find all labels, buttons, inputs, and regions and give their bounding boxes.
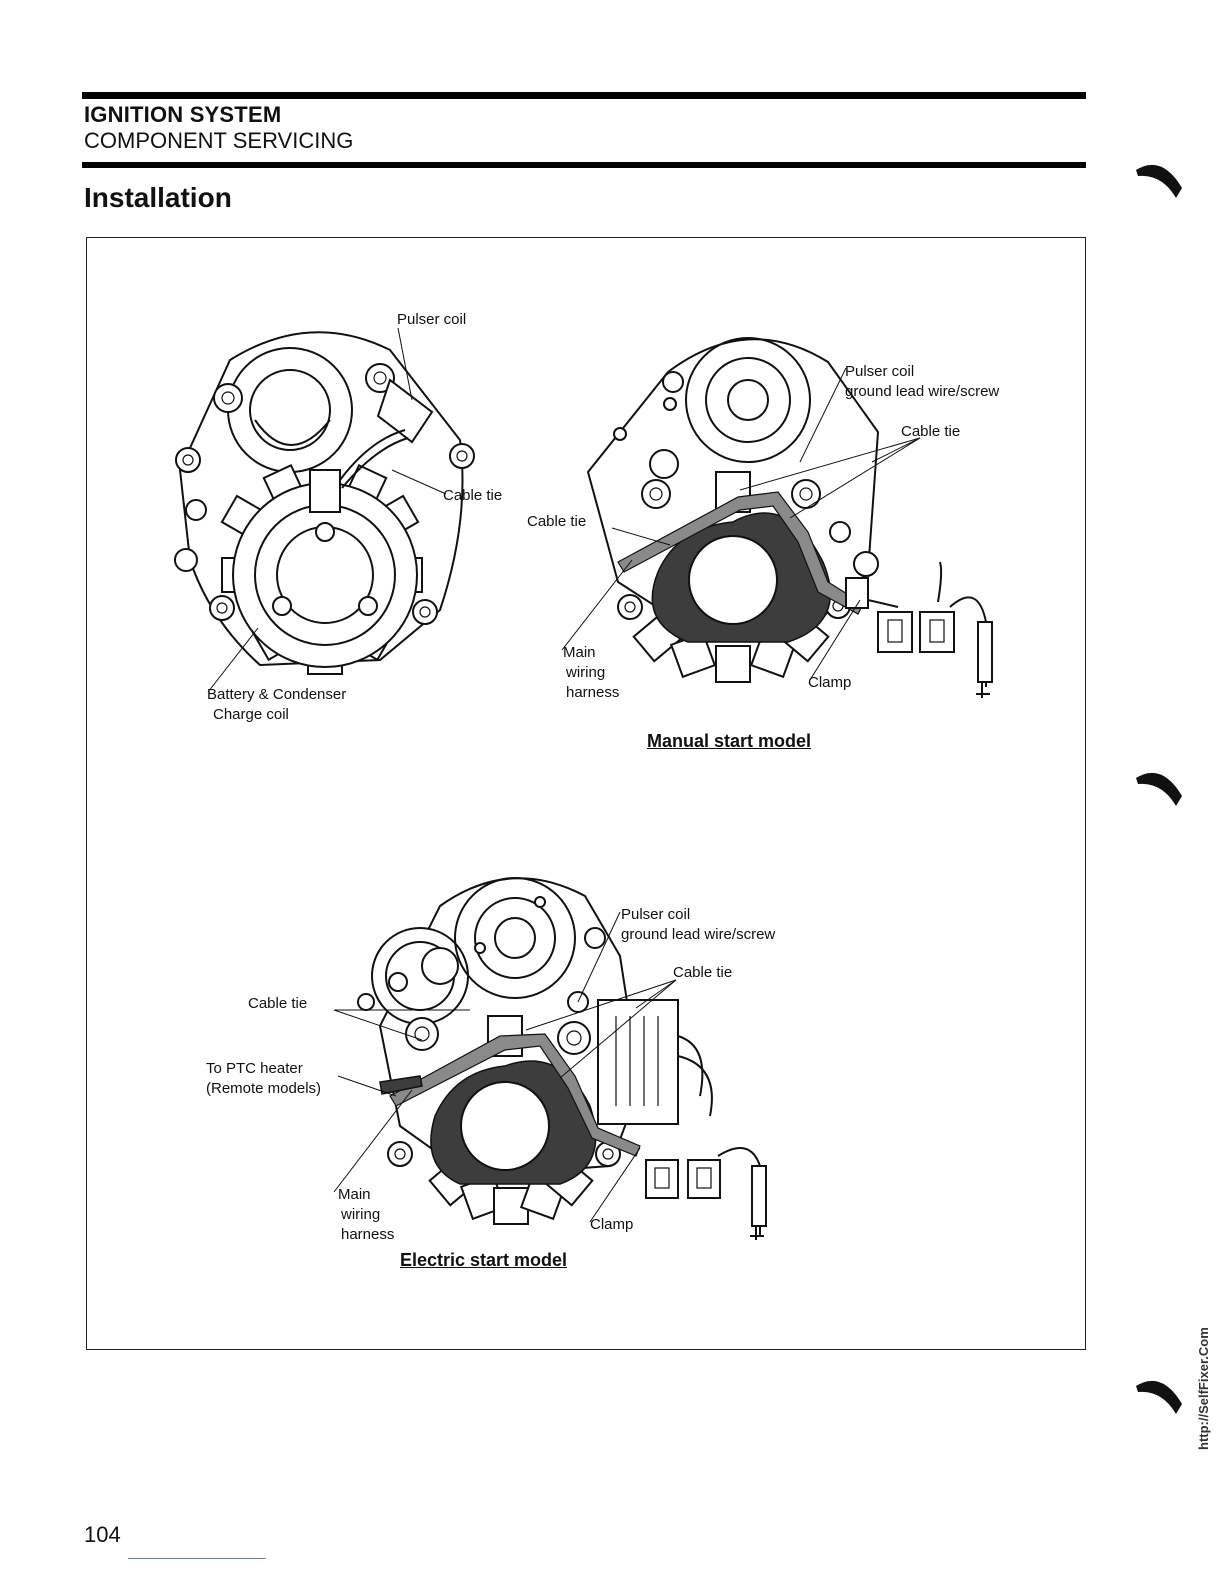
figure-frame bbox=[86, 237, 1086, 1350]
label-main-harness: Main bbox=[338, 1186, 371, 1203]
label-charge-coil: Charge coil bbox=[213, 706, 289, 723]
header-rule-bottom bbox=[82, 162, 1086, 168]
caption-manual-start: Manual start model bbox=[647, 731, 812, 751]
binder-tab-icon bbox=[1136, 1380, 1182, 1414]
label-pulser-coil: Pulser coil bbox=[621, 906, 691, 923]
label-main-harness: harness bbox=[566, 684, 620, 701]
label-main-harness: wiring bbox=[566, 664, 606, 681]
label-ptc-heater: To PTC heater bbox=[206, 1060, 303, 1077]
label-ground-lead-wire: ground lead wire/screw bbox=[845, 383, 1000, 400]
page-heading: Installation bbox=[84, 182, 232, 213]
caption-electric-start: Electric start model bbox=[400, 1250, 568, 1270]
electric-start-drawing bbox=[357, 877, 767, 1240]
label-pulser-coil: Pulser coil bbox=[397, 311, 467, 328]
label-clamp: Clamp bbox=[808, 674, 852, 691]
label-cable-tie-right: Cable tie bbox=[901, 423, 961, 440]
section-subtitle: COMPONENT SERVICING bbox=[84, 128, 354, 153]
label-clamp: Clamp bbox=[590, 1216, 634, 1233]
label-main-harness: wiring bbox=[341, 1206, 381, 1223]
footer-rule bbox=[128, 1558, 266, 1559]
label-cable-tie-right: Cable tie bbox=[673, 964, 733, 981]
header-rule-top bbox=[82, 92, 1086, 99]
binder-tab-icon bbox=[1136, 772, 1182, 806]
label-cable-tie-left: Cable tie bbox=[248, 995, 308, 1012]
watermark-text: http://SelfFixer.Com bbox=[1196, 1327, 1211, 1450]
label-main-harness: harness bbox=[341, 1226, 395, 1243]
label-cable-tie-left: Cable tie bbox=[527, 513, 587, 530]
label-battery-condenser: Battery & Condenser bbox=[207, 686, 347, 703]
label-ground-lead-wire: ground lead wire/screw bbox=[621, 926, 776, 943]
binder-tab-icon bbox=[1136, 164, 1182, 198]
label-remote-models: (Remote models) bbox=[206, 1080, 322, 1097]
label-pulser-coil: Pulser coil bbox=[845, 363, 915, 380]
label-main-harness: Main bbox=[563, 644, 596, 661]
label-cable-tie: Cable tie bbox=[443, 487, 503, 504]
stator-drawing bbox=[174, 331, 475, 675]
section-title: IGNITION SYSTEM bbox=[84, 102, 282, 127]
manual-start-drawing bbox=[586, 337, 993, 698]
page-number: 104 bbox=[84, 1522, 121, 1547]
